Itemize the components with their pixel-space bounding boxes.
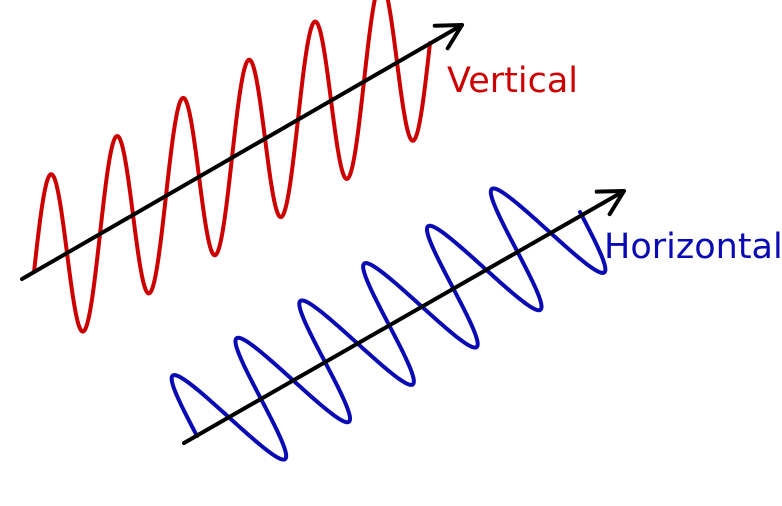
vertical-wave-group (20, 0, 464, 334)
vertical-wave (32, 0, 432, 334)
horizontal-propagation-axis (182, 189, 626, 445)
horizontal-wave-label: Horizontal (604, 227, 782, 267)
vertical-wave-label: Vertical (447, 61, 579, 101)
vertical-propagation-axis (20, 23, 464, 281)
horizontal-wave-group (169, 186, 626, 462)
vertical-axis-arrowhead (432, 23, 464, 51)
horizontal-axis-arrowhead (594, 189, 626, 217)
